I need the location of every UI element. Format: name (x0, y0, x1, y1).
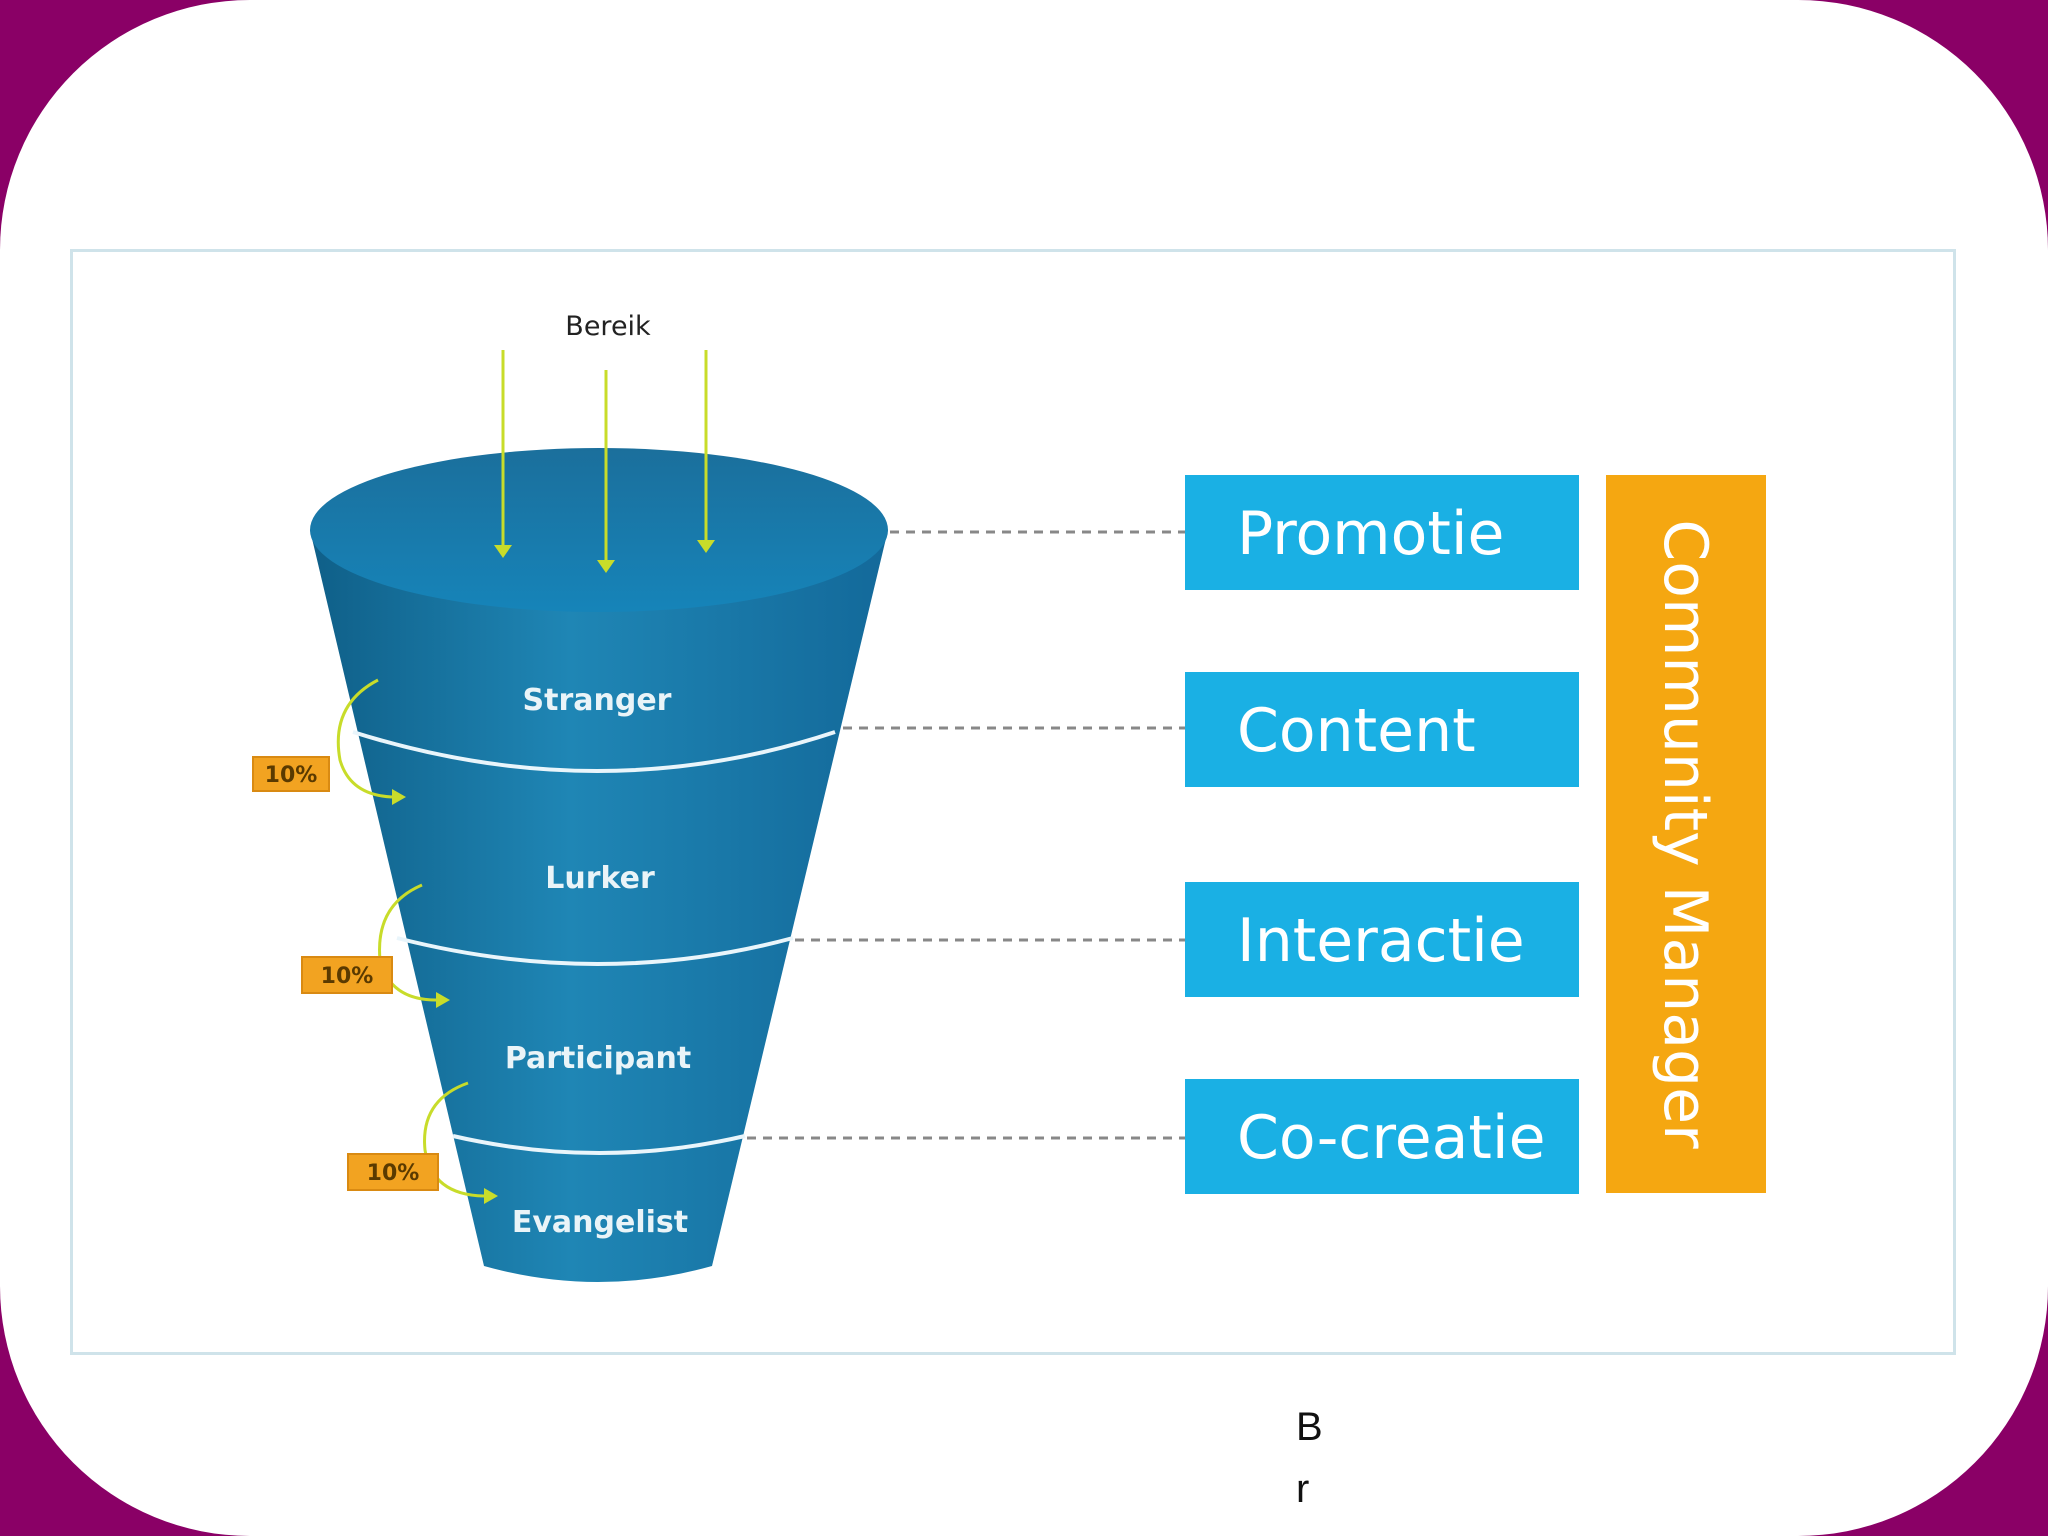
funnel-body (310, 530, 888, 1282)
caption-char: r (1296, 1467, 1310, 1511)
arrow-head (392, 789, 406, 805)
stage-label-evangelist: Evangelist (512, 1205, 688, 1240)
arrow-head (697, 540, 715, 553)
activity-box-interactie: Interactie (1185, 882, 1579, 997)
stage-label-stranger: Stranger (523, 683, 672, 718)
activity-label: Interactie (1237, 906, 1525, 976)
funnel-band-3 (452, 1134, 746, 1155)
percent-box (347, 1153, 439, 1191)
stage-label-lurker: Lurker (545, 861, 655, 896)
arrow-head (436, 992, 450, 1008)
activity-label: Promotie (1237, 499, 1504, 569)
caption-char: B (1296, 1405, 1323, 1449)
community-manager-box: Community Manager (1606, 475, 1766, 1193)
activity-box-cocreatie: Co-creatie (1185, 1079, 1579, 1194)
stage-label-participant: Participant (505, 1041, 691, 1076)
caption-text: B r (1296, 1396, 1336, 1520)
community-manager-label: Community Manager (1650, 519, 1720, 1149)
arrow-head (494, 545, 512, 558)
reach-label: Bereik (565, 311, 651, 342)
percent-label: 10% (367, 1161, 420, 1186)
activity-label: Co-creatie (1237, 1103, 1546, 1173)
funnel-band-2 (396, 936, 794, 966)
funnel-band-1 (352, 730, 836, 773)
activity-label: Content (1237, 696, 1476, 766)
activity-box-content: Content (1185, 672, 1579, 787)
percent-label: 10% (321, 964, 374, 989)
arrow-head (484, 1188, 498, 1204)
reach-arrows (494, 350, 715, 573)
arrow-head (597, 560, 615, 573)
activity-box-promotie: Promotie (1185, 475, 1579, 590)
conversion-indicator-1: 10% (252, 678, 406, 805)
percent-box (301, 956, 393, 994)
percent-box (252, 756, 330, 792)
percent-label: 10% (265, 763, 318, 788)
conversion-indicator-3: 10% (347, 1081, 498, 1204)
funnel-top (310, 448, 888, 612)
conversion-indicator-2: 10% (301, 883, 450, 1008)
